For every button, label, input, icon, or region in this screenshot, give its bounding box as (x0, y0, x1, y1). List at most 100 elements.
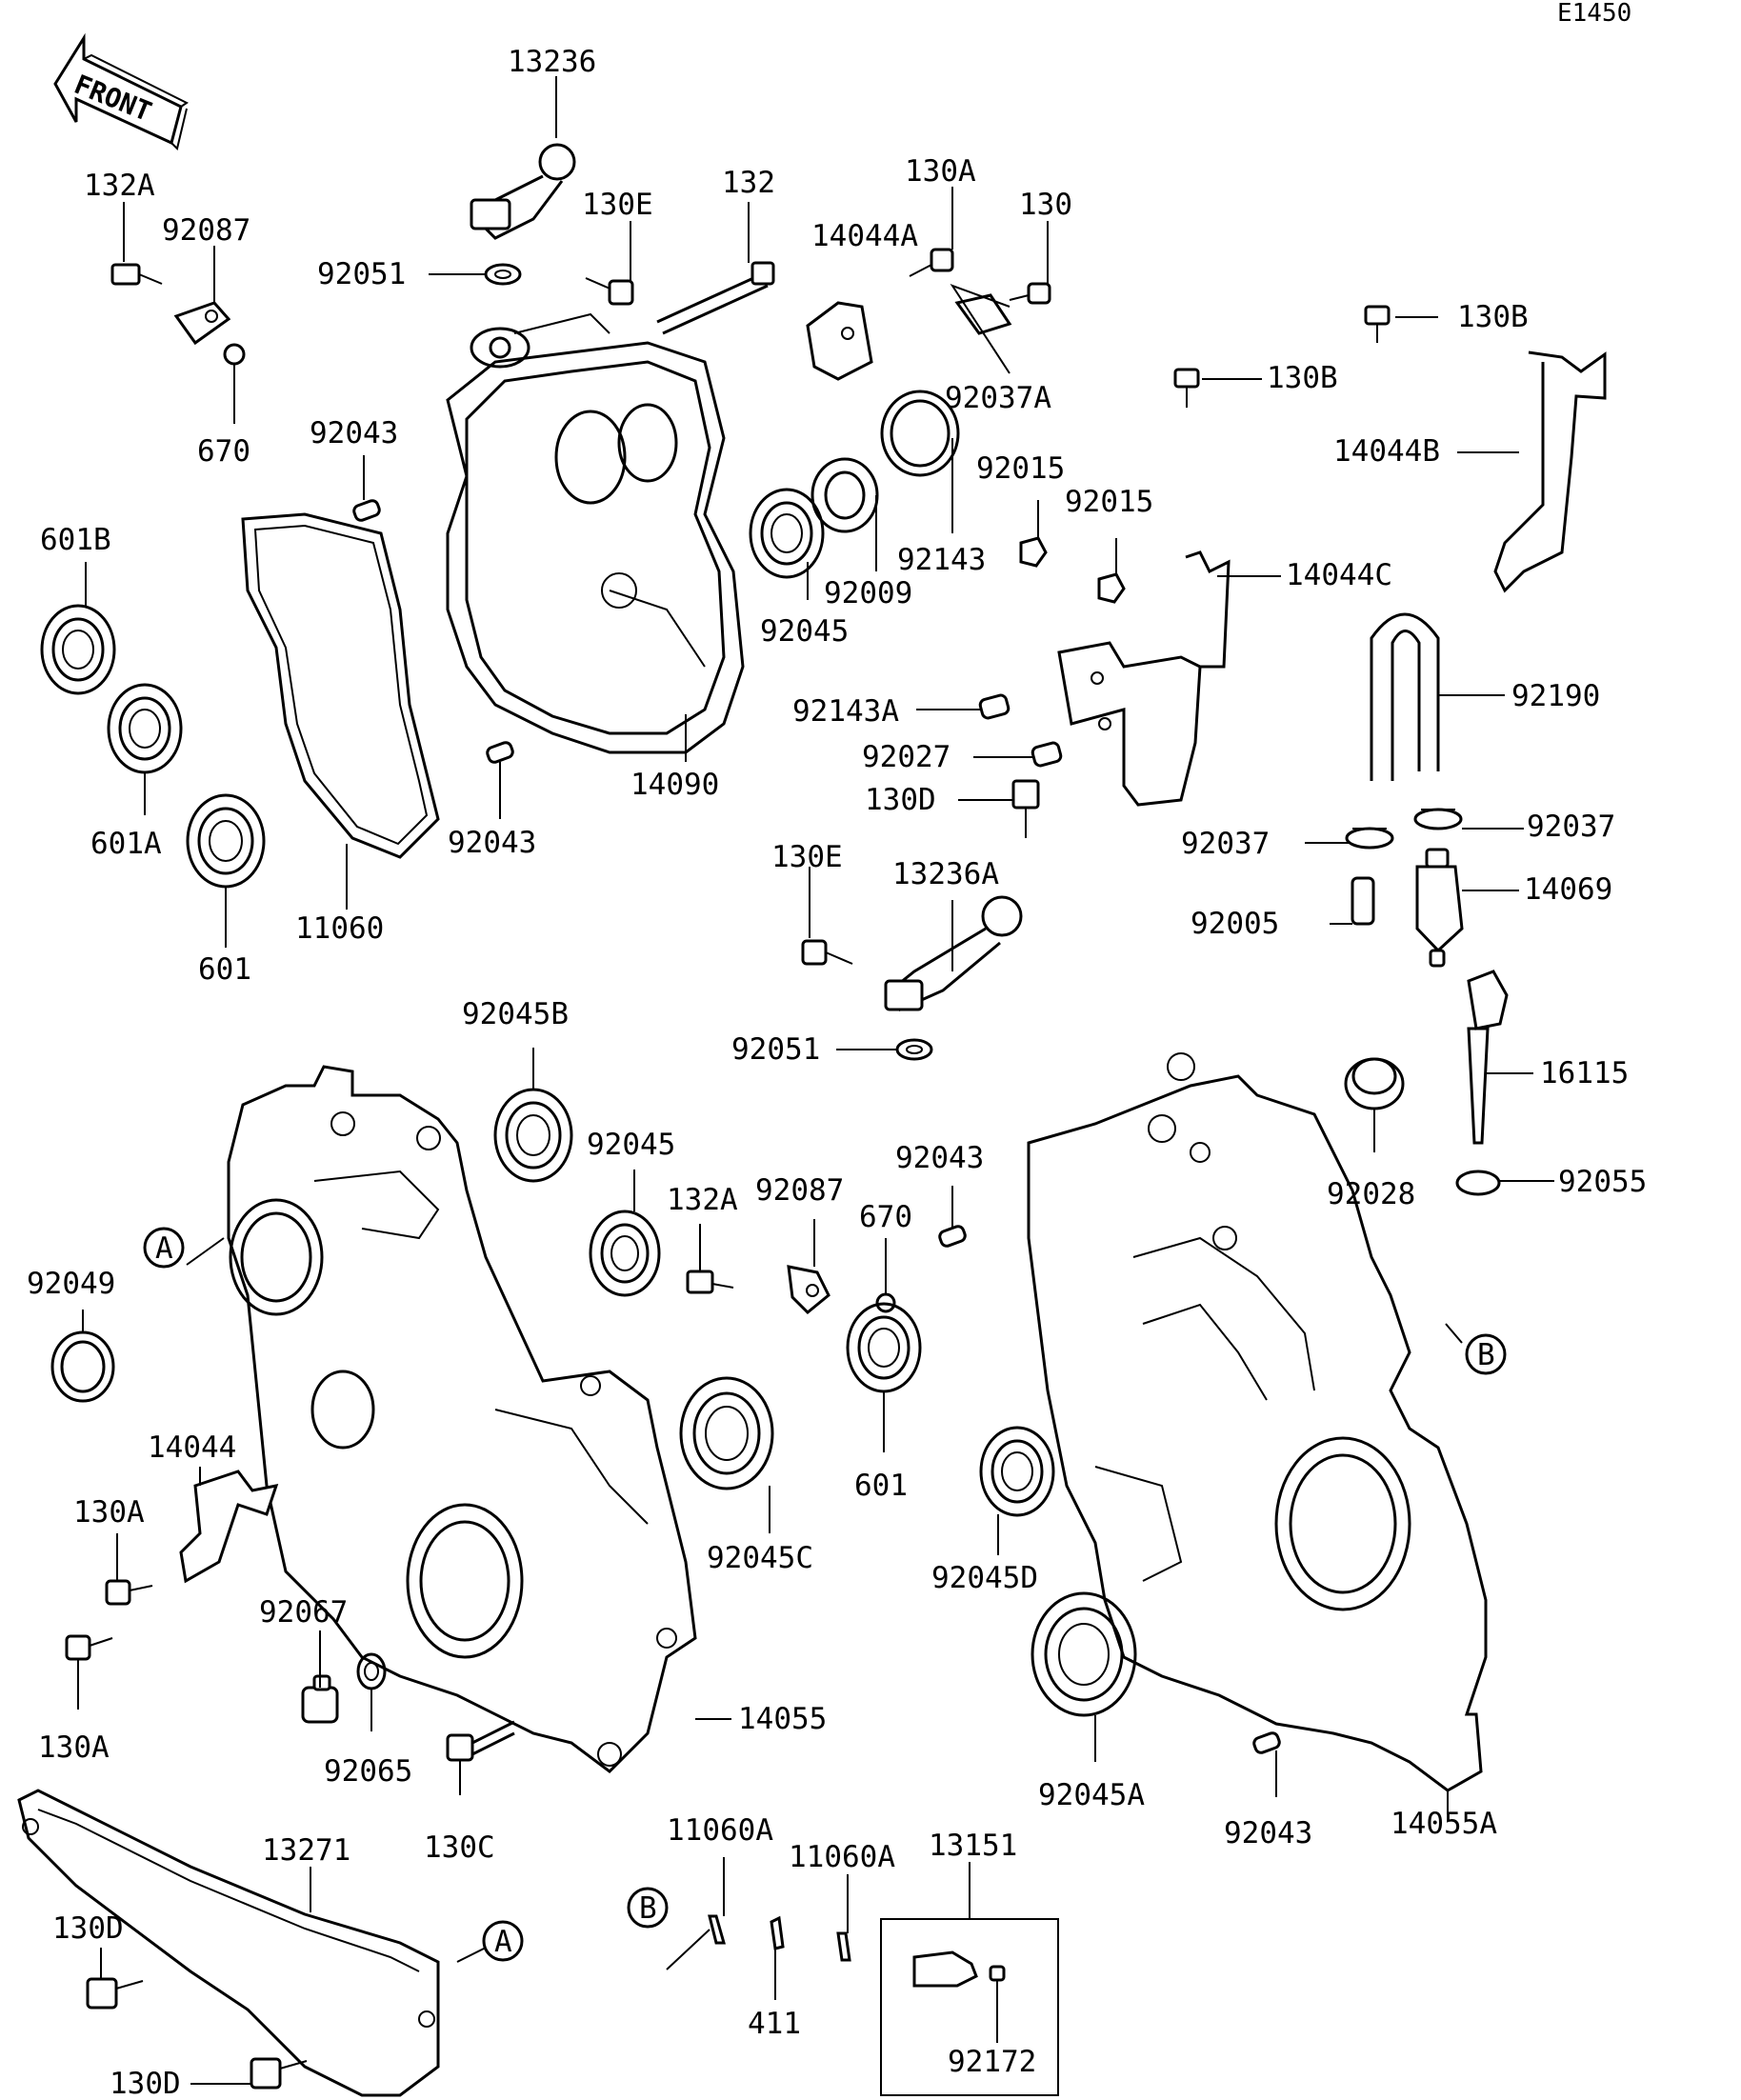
label-14055: 14055 (738, 1702, 827, 1736)
washer-92051-mid (895, 1038, 933, 1061)
label-92065: 92065 (324, 1754, 412, 1789)
bolt-130A-low (65, 1634, 113, 1661)
label-130A-mid: 130A (73, 1495, 145, 1530)
bolt-130B-a (1364, 305, 1391, 343)
label-13236: 13236 (508, 45, 596, 79)
bolt-130B-b (1173, 368, 1200, 408)
clip-92037A (954, 293, 1012, 335)
label-132A-mid: 132A (667, 1183, 738, 1217)
bolt-130D-low-a (86, 1977, 144, 2010)
plate-92087-mid (787, 1265, 830, 1315)
washer-92065 (356, 1652, 387, 1690)
label-13236A: 13236A (892, 857, 999, 891)
label-130D-mid: 130D (865, 783, 936, 817)
fitting-92005 (1351, 876, 1375, 926)
bearing-92045-top (749, 488, 825, 579)
label-130A-low: 130A (38, 1730, 110, 1765)
bolt-130E-top (585, 277, 634, 306)
label-92037-left: 92037 (1181, 827, 1270, 861)
filter-14069 (1415, 848, 1464, 968)
shift-arm-13236 (470, 143, 576, 240)
label-92049: 92049 (27, 1267, 115, 1301)
callout-B-right: B (1465, 1333, 1507, 1375)
label-92190: 92190 (1511, 679, 1600, 713)
oring-670-mid (875, 1292, 896, 1313)
bolt-132A-mid (686, 1270, 734, 1294)
bearing-92045D (979, 1426, 1055, 1517)
label-14090: 14090 (630, 768, 719, 802)
label-11060: 11060 (295, 911, 384, 946)
seal-92143 (880, 390, 960, 477)
callout-A-left: A (143, 1227, 185, 1269)
label-130C: 130C (424, 1830, 495, 1865)
pin-92043-c (938, 1225, 967, 1248)
label-130B-a: 130B (1457, 300, 1529, 334)
label-132: 132 (722, 166, 775, 200)
label-92043-a: 92043 (310, 416, 398, 450)
label-92043-b: 92043 (448, 826, 536, 860)
label-92055: 92055 (1558, 1165, 1647, 1199)
label-92045A: 92045A (1038, 1778, 1145, 1812)
svg-text:A: A (494, 1925, 512, 1959)
front-arrow: FRONT (53, 32, 189, 150)
collar-92027 (1031, 741, 1063, 768)
oring-92055 (1455, 1170, 1501, 1196)
label-130D-low-a: 130D (52, 1911, 124, 1946)
svg-text:A: A (155, 1231, 173, 1266)
bolt-130D-low-b (250, 2057, 308, 2090)
label-130B-b: 130B (1267, 361, 1338, 395)
label-601-top: 601 (198, 952, 251, 987)
cover-13271 (17, 1789, 440, 2097)
label-92037-right: 92037 (1527, 810, 1615, 844)
callout-B-bottom: B (627, 1887, 669, 1929)
label-92015-a: 92015 (976, 451, 1065, 486)
label-11060A-a: 11060A (667, 1813, 773, 1848)
label-14044: 14044 (148, 1430, 236, 1465)
label-92051-mid: 92051 (731, 1032, 820, 1067)
svg-text:B: B (639, 1891, 657, 1926)
label-14044B: 14044B (1333, 434, 1440, 469)
label-92045C: 92045C (707, 1541, 813, 1575)
label-601A: 601A (90, 827, 162, 861)
label-670-top: 670 (197, 434, 250, 469)
label-14069: 14069 (1524, 872, 1612, 907)
label-13151: 13151 (929, 1829, 1017, 1863)
circlip-11060A-a (708, 1914, 726, 1945)
label-92005: 92005 (1191, 907, 1279, 941)
label-11060A-b: 11060A (789, 1840, 895, 1874)
clamp-92037-right (1413, 808, 1463, 830)
label-92045-mid: 92045 (587, 1128, 675, 1162)
bolt-130A-mid (105, 1579, 153, 1606)
bracket-14044C (1057, 550, 1231, 807)
plate-92087-top (173, 301, 231, 346)
label-130A-top: 130A (905, 154, 976, 189)
crankcase-14055 (227, 1065, 697, 1773)
label-130E-top: 130E (582, 188, 653, 222)
collar-92143A (978, 693, 1011, 720)
label-92043-d: 92043 (1224, 1816, 1312, 1850)
shift-arm-13236A (884, 895, 1023, 1011)
bearing-601-top (186, 793, 266, 889)
label-13271: 13271 (262, 1833, 350, 1868)
bracket-14044A (806, 301, 873, 381)
crankcase-14055A (1027, 1052, 1488, 1792)
svg-text:B: B (1477, 1338, 1495, 1372)
label-92051-top: 92051 (317, 257, 406, 291)
bearing-92045A (1031, 1591, 1137, 1717)
label-92037A: 92037A (945, 381, 1051, 415)
label-92045-top: 92045 (760, 614, 849, 649)
label-92172: 92172 (948, 2045, 1036, 2079)
label-132A-top: 132A (84, 169, 155, 203)
label-670-mid: 670 (859, 1200, 912, 1234)
gasket-11060 (241, 512, 440, 859)
label-411: 411 (748, 2007, 801, 2041)
label-14044C: 14044C (1286, 558, 1392, 592)
label-14044A: 14044A (811, 219, 918, 253)
label-92087-mid: 92087 (755, 1173, 844, 1208)
label-92027: 92027 (862, 740, 951, 774)
label-92015-b: 92015 (1065, 485, 1153, 519)
oring-670-top (223, 343, 246, 366)
circlip-411 (770, 1915, 785, 1950)
gear-case-cover (446, 312, 745, 754)
